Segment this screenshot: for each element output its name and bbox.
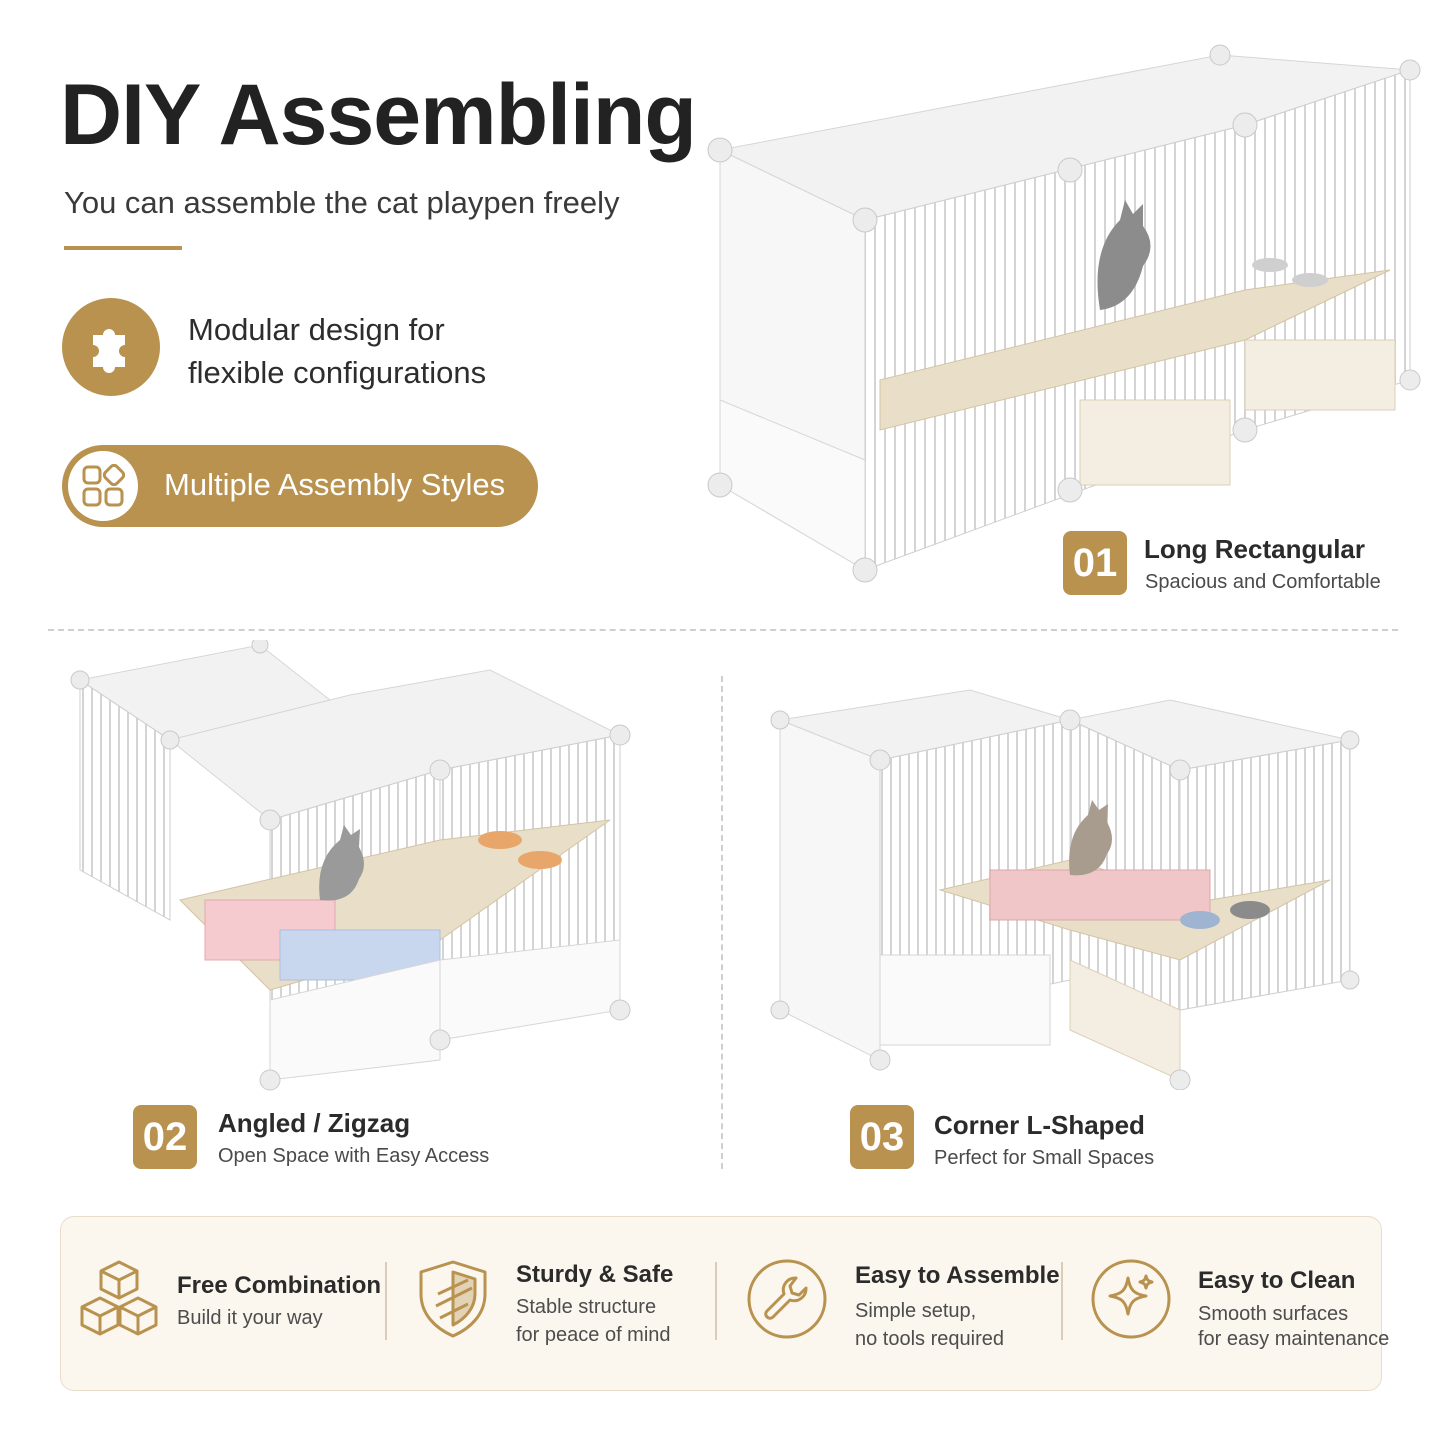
benefit-title: Easy to Clean [1198, 1267, 1356, 1294]
panel-separator [385, 1262, 387, 1340]
benefits-panel [60, 1216, 1382, 1391]
benefit-desc-line-2: for easy maintenance [1198, 1328, 1390, 1350]
style-number-badge: 03 [850, 1105, 914, 1169]
cubes-icon [78, 1258, 160, 1340]
section-divider [48, 629, 1398, 631]
benefit-title: Sturdy & Safe [516, 1261, 674, 1288]
page-subtitle: You can assemble the cat playpen freely [64, 185, 620, 220]
benefit-title: Easy to Assemble [855, 1262, 1060, 1289]
benefit-desc-line-2: for peace of mind [516, 1324, 671, 1346]
sparkle-icon [1090, 1258, 1172, 1340]
page-title: DIY Assembling [60, 67, 697, 163]
grid-layout-icon [68, 451, 138, 521]
column-divider [721, 676, 723, 1169]
panel-separator [715, 1262, 717, 1340]
playpen-corner-l-shaped-image [770, 689, 1360, 1090]
feature-text: Modular design for flexible configuratio… [188, 308, 486, 394]
style-title: Corner L-Shaped [934, 1110, 1145, 1140]
style-title: Angled / Zigzag [218, 1108, 411, 1138]
puzzle-icon [62, 298, 160, 396]
feature-line-1: Modular design for [188, 312, 445, 347]
benefit-desc-line-2: no tools required [855, 1328, 1004, 1350]
wrench-icon [746, 1258, 828, 1340]
style-desc: Perfect for Small Spaces [934, 1147, 1155, 1169]
playpen-angled-zigzag-image [70, 640, 631, 1091]
benefit-desc: Build it your way [177, 1307, 323, 1329]
benefit-desc-line-1: Smooth surfaces [1198, 1303, 1349, 1325]
feature-line-2: flexible configurations [188, 355, 487, 390]
benefit-desc-line-1: Simple setup, [855, 1300, 977, 1322]
pill-label: Multiple Assembly Styles [164, 467, 506, 502]
shield-icon [412, 1258, 494, 1340]
style-title: Long Rectangular [1144, 534, 1366, 564]
title-underline [64, 246, 182, 250]
panel-separator [1061, 1262, 1063, 1340]
benefit-desc-line-1: Stable structure [516, 1296, 657, 1318]
style-desc: Spacious and Comfortable [1145, 571, 1381, 593]
playpen-long-rectangular-image [707, 44, 1421, 583]
assembly-styles-pill [62, 445, 538, 527]
benefit-title: Free Combination [177, 1272, 382, 1299]
style-number-badge: 02 [133, 1105, 197, 1169]
style-desc: Open Space with Easy Access [218, 1145, 490, 1167]
style-number-badge: 01 [1063, 531, 1127, 595]
